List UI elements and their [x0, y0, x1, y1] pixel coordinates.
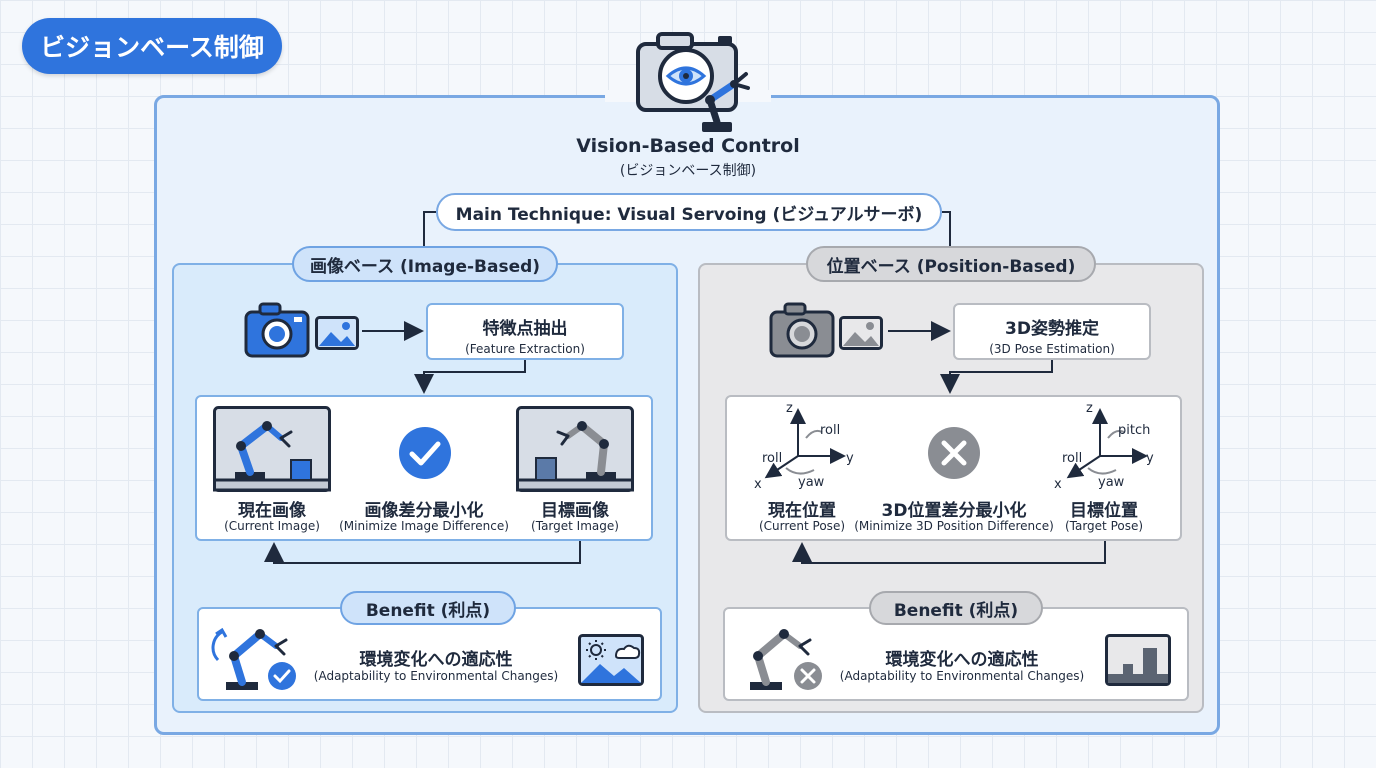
rotation-yaw-label: yaw — [798, 475, 825, 490]
main-technique: Main Technique: Visual Servoing (ビジュアルサー… — [436, 193, 942, 231]
rotation-pitch-label: pitch — [1118, 423, 1150, 438]
target-image-sub: (Target Image) — [531, 519, 619, 533]
target-image-label: 目標画像 — [541, 501, 609, 521]
image-diff-label: 画像差分最小化 — [364, 501, 484, 521]
image-benefit-label: 環境変化への適応性 — [359, 650, 513, 670]
current-image-screen-icon — [213, 406, 331, 492]
target-pose-label: 目標位置 — [1070, 501, 1138, 521]
weather-image-icon — [578, 634, 644, 686]
rotation-yaw-label-target: yaw — [1098, 475, 1125, 490]
feature-extraction-sub: (Feature Extraction) — [465, 342, 585, 356]
robot-arm-icon — [211, 627, 296, 690]
axis-z-label-target: z — [1086, 401, 1093, 416]
diagram-subtitle: (ビジョンベース制御) — [619, 163, 757, 179]
axis-z-label: z — [786, 401, 793, 416]
image-benefit-tag: Benefit (利点) — [340, 591, 516, 625]
feature-extraction-box: 特徴点抽出 (Feature Extraction) — [426, 303, 624, 360]
current-pose-label: 現在位置 — [768, 501, 836, 521]
pose-estimation-box: 3D姿勢推定 (3D Pose Estimation) — [953, 303, 1151, 360]
rotation-roll-label-target: roll — [1062, 451, 1082, 466]
position-based-tag: 位置ベース (Position-Based) — [806, 246, 1096, 282]
rotation-roll2-label: roll — [762, 451, 782, 466]
axis-y-label-target: y — [1146, 451, 1154, 466]
axis-x-label: x — [754, 477, 762, 492]
target-pose-sub: (Target Pose) — [1064, 519, 1144, 533]
pose-diff-label: 3D位置差分最小化 — [881, 501, 1027, 521]
rotation-roll-label: roll — [820, 423, 840, 438]
diagram-title: Vision-Based Control — [576, 135, 800, 157]
camera-icon — [244, 302, 310, 358]
pose-benefit-tag: Benefit (利点) — [869, 591, 1043, 625]
current-pose-axes-icon: z y x roll roll yaw — [754, 401, 854, 492]
robot-arm-icon-gray — [750, 629, 822, 690]
image-benefit-sub: (Adaptability to Environmental Changes) — [313, 669, 559, 683]
cross-icon — [928, 427, 980, 479]
pose-benefit-sub: (Adaptability to Environmental Changes) — [839, 669, 1085, 683]
axis-x-label-target: x — [1054, 477, 1062, 492]
image-icon-gray — [839, 316, 883, 350]
pose-benefit-label: 環境変化への適応性 — [885, 650, 1039, 670]
target-image-screen-icon — [516, 406, 634, 492]
camera-eye-robot-icon — [636, 32, 750, 132]
current-image-label: 現在画像 — [238, 501, 306, 521]
image-based-tag: 画像ベース (Image-Based) — [292, 246, 558, 282]
current-pose-sub: (Current Pose) — [758, 519, 846, 533]
image-diff-sub: (Minimize Image Difference) — [339, 519, 509, 533]
pose-estimation-sub: (3D Pose Estimation) — [989, 342, 1115, 356]
image-icon — [315, 316, 359, 350]
axis-y-label: y — [846, 451, 854, 466]
bar-chart-icon — [1105, 634, 1171, 686]
page-badge: ビジョンベース制御 — [22, 18, 282, 74]
pose-diff-sub: (Minimize 3D Position Difference) — [854, 519, 1054, 533]
pose-estimation-label: 3D姿勢推定 — [1005, 319, 1099, 339]
camera-icon-gray — [769, 302, 835, 358]
feature-extraction-label: 特徴点抽出 — [482, 319, 568, 339]
current-image-sub: (Current Image) — [224, 519, 320, 533]
check-icon — [399, 427, 451, 479]
target-pose-axes-icon: z y x pitch roll yaw — [1054, 401, 1154, 492]
